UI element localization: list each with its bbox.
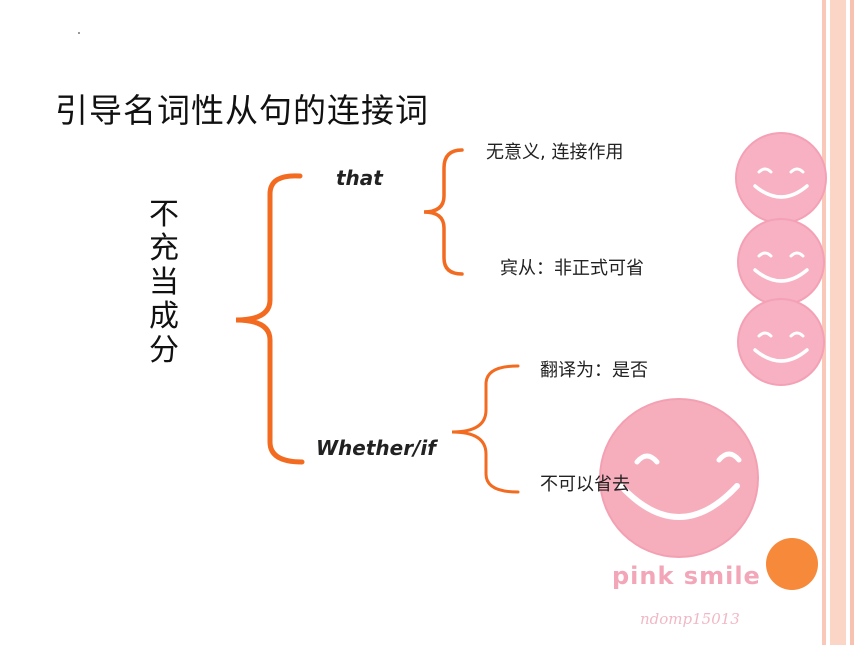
side-stripe-border xyxy=(816,0,860,645)
vertical-label-char: 成 xyxy=(149,299,179,334)
signature-text: ndomp15013 xyxy=(640,610,740,628)
vertical-label-char: 充 xyxy=(149,231,179,266)
large-smiley-face-icon xyxy=(599,398,759,558)
keyword-that: that xyxy=(336,166,383,190)
whether-note-2: 不可以省去 xyxy=(540,474,630,495)
that-brace xyxy=(423,148,464,276)
whether-brace xyxy=(451,364,520,494)
keyword-whether-if: Whether/if xyxy=(316,436,436,460)
orange-accent-dot xyxy=(766,538,818,590)
smiley-face-icon xyxy=(737,298,825,386)
vertical-label-text: 不充当成分 xyxy=(144,198,184,368)
brand-logo-text: pink smile xyxy=(612,562,761,590)
vertical-label: 不充当成分 xyxy=(144,198,184,368)
that-note-1: 无意义, 连接作用 xyxy=(486,142,624,163)
small-dot xyxy=(78,32,80,34)
main-brace xyxy=(235,173,305,465)
whether-note-1: 翻译为：是否 xyxy=(540,360,648,381)
smiley-face-icon xyxy=(735,132,827,224)
vertical-label-char: 分 xyxy=(149,333,179,368)
smiley-face-icon xyxy=(737,218,825,306)
slide-title: 引导名词性从句的连接词 xyxy=(55,91,429,130)
vertical-label-char: 不 xyxy=(149,197,179,232)
vertical-label-char: 当 xyxy=(149,265,179,300)
that-note-2: 宾从：非正式可省 xyxy=(500,258,644,279)
